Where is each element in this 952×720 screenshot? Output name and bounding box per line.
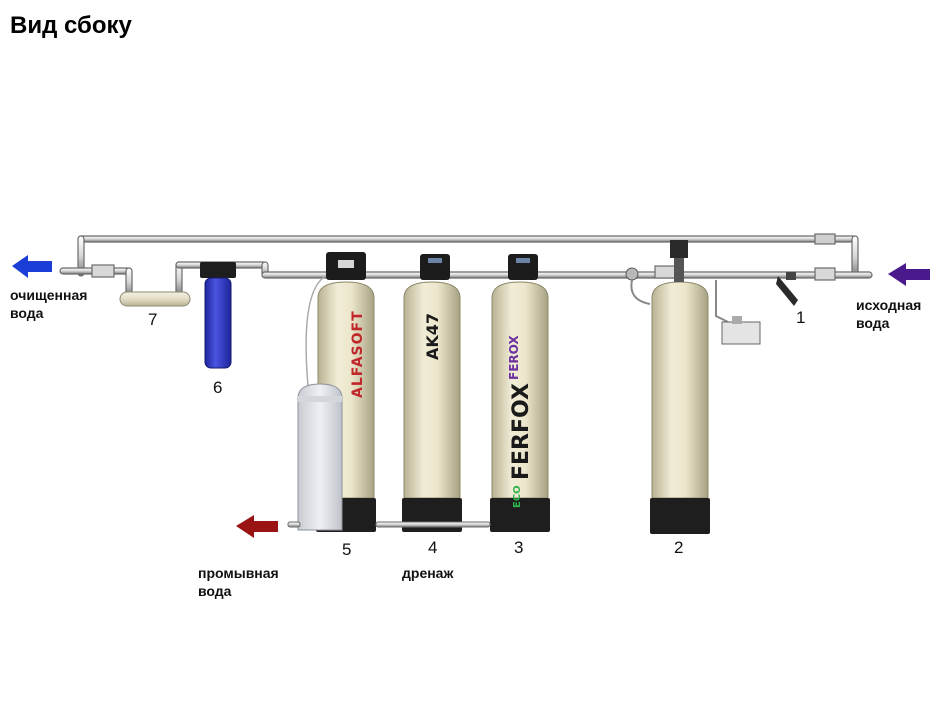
source-water-label-line1: исходная: [856, 297, 922, 313]
unit-number-5: 5: [342, 540, 352, 559]
cartridge-housing: [200, 262, 236, 369]
source-water-label: исходная вода: [856, 296, 921, 332]
wash-water-label-line1: промывная: [198, 565, 279, 581]
ak47-logo: AK47: [423, 313, 442, 360]
uv-lamp: [119, 291, 191, 307]
svg-text:FERFOX: FERFOX: [509, 383, 534, 480]
ecoferox-filter: [490, 254, 550, 532]
drain-label: дренаж: [402, 565, 454, 581]
unit-number-6: 6: [213, 378, 223, 397]
bypass-pipe: [77, 233, 859, 279]
unit-number-4: 4: [428, 538, 438, 557]
ferox-logo: FERFOX ECO: [509, 383, 534, 508]
page-title: Вид сбоку: [10, 12, 132, 39]
unit-number-3: 3: [514, 538, 524, 557]
alfasoft-logo: ALFASOFT: [350, 310, 366, 398]
filter-vessel-2: [625, 240, 761, 534]
unit-number-2: 2: [674, 538, 684, 557]
source-water-label-line2: вода: [856, 315, 890, 331]
svg-text:FEROX: FEROX: [507, 335, 521, 380]
source-water-arrow: [888, 263, 930, 286]
wash-water-label: промывная вода: [198, 564, 279, 600]
drain-pipe: [287, 521, 491, 528]
main-pipe: [59, 261, 873, 297]
clean-water-arrow: [12, 255, 52, 278]
ak47-filter: [402, 254, 462, 532]
svg-text:ECO: ECO: [512, 485, 523, 508]
unit-number-1: 1: [796, 308, 806, 327]
clean-water-label: очищенная вода: [10, 286, 87, 322]
clean-water-label-line1: очищенная: [10, 287, 88, 303]
svg-text:ALFASOFT: ALFASOFT: [350, 310, 366, 398]
svg-text:AK47: AK47: [423, 313, 442, 360]
clean-water-label-line2: вода: [10, 305, 44, 321]
ferox-top-logo: FEROX: [507, 335, 521, 380]
wash-water-arrow: [236, 515, 278, 538]
unit-number-7: 7: [148, 310, 158, 329]
wash-water-label-line2: вода: [198, 583, 232, 599]
brine-tank: [297, 383, 343, 531]
inlet-strainer: [776, 272, 798, 306]
